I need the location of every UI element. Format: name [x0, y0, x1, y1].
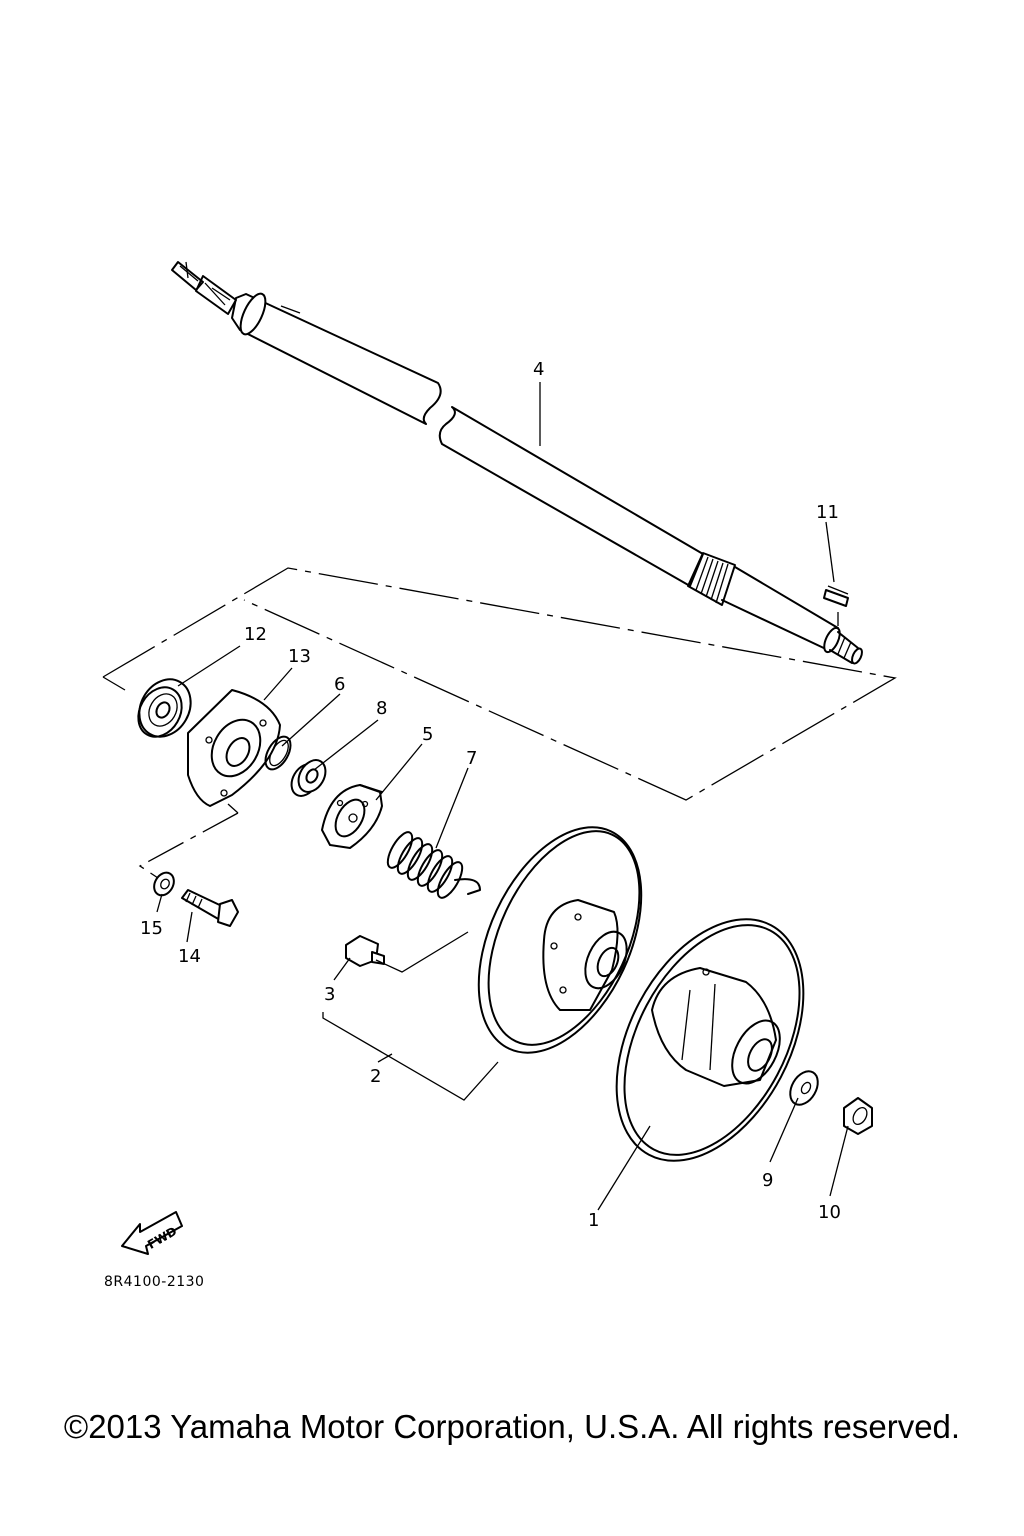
- callout-10: 10: [818, 1202, 841, 1223]
- callout-13: 13: [288, 646, 311, 667]
- callout-labels: 4 11 12 13 6 8 5 7 15 14 3 2 9 1 10: [140, 359, 841, 1231]
- callout-9: 9: [762, 1170, 773, 1191]
- plate-part-13: [187, 689, 281, 807]
- callout-6: 6: [334, 674, 345, 695]
- spring-seat-part-5: [321, 784, 383, 849]
- callout-11: 11: [816, 502, 839, 523]
- bearing-part-12: [137, 678, 192, 738]
- fixed-sheave-part-2: [477, 826, 643, 1054]
- assembly-bracket-lower: [138, 803, 239, 879]
- bolt-part-14: [181, 889, 239, 927]
- slider-part-3: [345, 935, 385, 967]
- spring-part-7: [386, 831, 481, 899]
- callout-7: 7: [466, 748, 477, 769]
- leader-lines: [156, 382, 849, 1211]
- washer-part-9: [789, 1070, 819, 1106]
- fwd-arrow-icon: FWD: [121, 1211, 183, 1255]
- callout-8: 8: [376, 698, 387, 719]
- washer-part-15: [153, 871, 175, 897]
- copyright-notice: ©2013 Yamaha Motor Corporation, U.S.A. A…: [63, 1408, 961, 1445]
- callout-12: 12: [244, 624, 267, 645]
- callout-4: 4: [533, 359, 544, 380]
- collar-part-8: [290, 759, 327, 797]
- nut-part-10: [843, 1097, 873, 1135]
- key-part-11: [823, 585, 849, 607]
- movable-sheave-part-1: [615, 918, 805, 1162]
- callout-2: 2: [370, 1066, 381, 1087]
- drawing-code: 8R4100-2130: [104, 1274, 204, 1290]
- callout-5: 5: [422, 724, 433, 745]
- circlip-part-6: [264, 735, 292, 771]
- callout-3: 3: [324, 984, 335, 1005]
- assembly-bracket-upper: [102, 567, 897, 801]
- callout-1: 1: [588, 1210, 599, 1231]
- shaft-part-4: [171, 261, 863, 665]
- callout-15: 15: [140, 918, 163, 939]
- callout-14: 14: [178, 946, 201, 967]
